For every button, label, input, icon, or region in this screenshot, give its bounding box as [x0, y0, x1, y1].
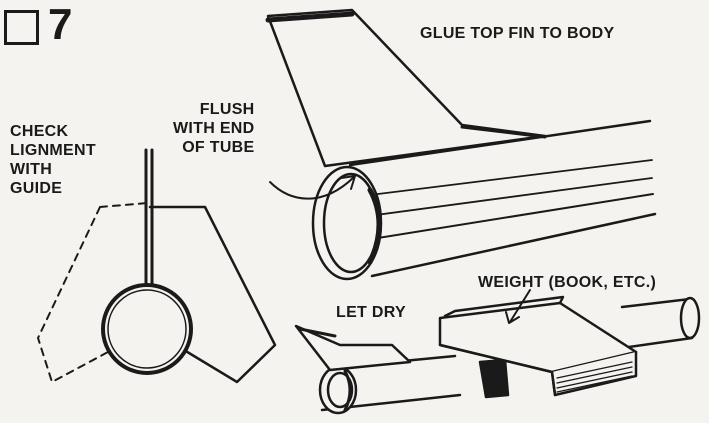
weight-arrow — [509, 289, 531, 323]
check-alignment-label: CHECK LIGNMENT WITH GUIDE — [10, 123, 96, 197]
step-checkbox[interactable] — [4, 10, 39, 45]
glue-top-fin-label: GLUE TOP FIN TO BODY — [420, 25, 615, 42]
let-dry-label: LET DRY — [336, 304, 406, 321]
body-tube — [348, 119, 657, 278]
flush-label: FLUSH WITH END OF TUBE — [173, 101, 255, 156]
alignment-guide-illustration — [37, 148, 277, 384]
guide-dashed-outline — [37, 202, 149, 383]
small-fin — [294, 324, 412, 372]
weight-drying-illustration — [294, 289, 701, 415]
guide-ring — [101, 283, 193, 375]
weight-label: WEIGHT (BOOK, ETC.) — [478, 274, 657, 291]
step-number: 7 — [48, 0, 73, 49]
fin-outline — [148, 205, 277, 384]
top-fin-body-illustration — [265, 8, 657, 281]
flush-arrow — [269, 176, 355, 200]
